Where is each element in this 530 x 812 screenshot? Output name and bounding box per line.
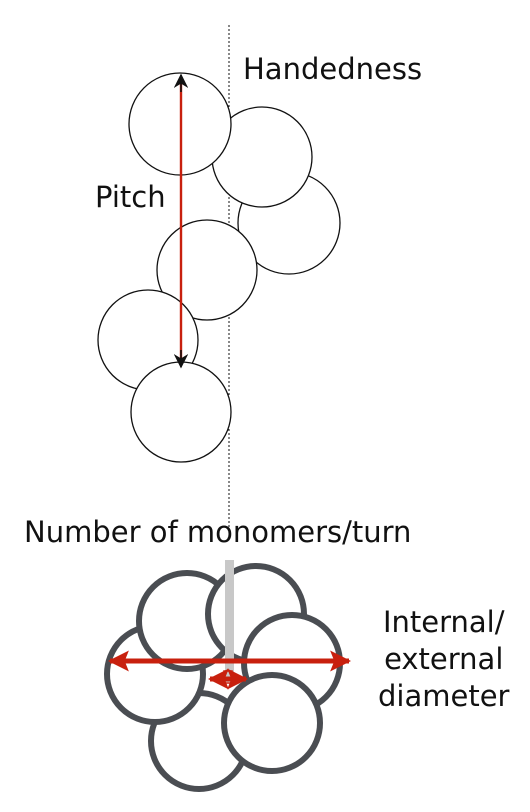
diameter-label: Internal/ external diameter xyxy=(378,604,509,715)
handedness-label: Handedness xyxy=(243,52,423,86)
side-view-helix xyxy=(97,72,341,463)
diameter-label-line: external xyxy=(384,642,504,676)
pitch-label: Pitch xyxy=(95,180,166,214)
diameter-arrows xyxy=(107,650,352,690)
diameter-label-line: diameter xyxy=(378,679,510,713)
monomers-per-turn-label: Number of monomers/turn xyxy=(24,515,412,549)
monomer xyxy=(221,672,323,774)
top-view-ring xyxy=(104,563,343,792)
axis-core xyxy=(225,560,234,682)
diameter-label-line: Internal/ xyxy=(382,605,505,639)
monomer xyxy=(130,361,232,463)
